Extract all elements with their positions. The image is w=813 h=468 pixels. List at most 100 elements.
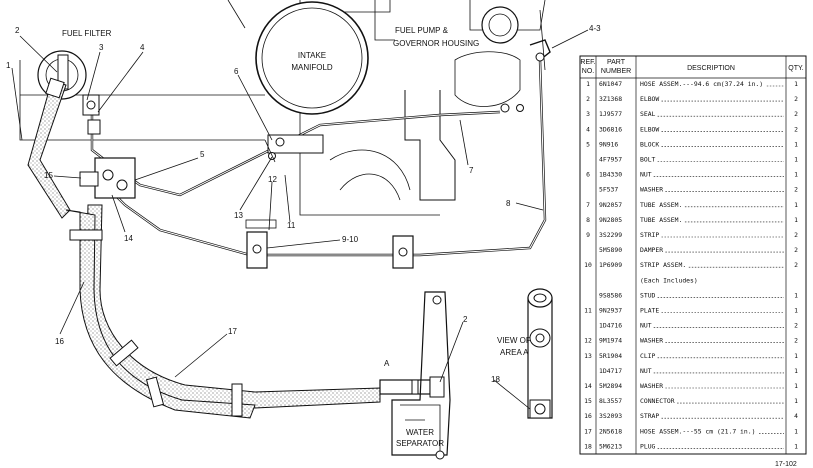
callout-17: 17 <box>228 327 237 336</box>
table-cell-part-number: 9M1974 <box>599 337 622 345</box>
table-cell-description: WASHER <box>640 186 663 194</box>
table-cell-ref: 5 <box>586 140 590 148</box>
table-cell-qty: 2 <box>794 261 798 269</box>
callout-16: 16 <box>55 337 64 346</box>
table-cell-qty: 2 <box>794 246 798 254</box>
table-cell-description: STRIP ASSEM. <box>640 261 686 269</box>
page-reference: 17-102 <box>775 461 797 468</box>
table-cell-qty: 1 <box>794 352 798 360</box>
table-cell-description: ELBOW <box>640 95 659 103</box>
water-separator-label-line2: SEPARATOR <box>396 439 444 448</box>
table-cell-ref: 12 <box>584 337 592 345</box>
area-a-marker: A <box>384 359 390 368</box>
water-separator <box>391 291 451 460</box>
table-cell-description: BLOCK <box>640 140 659 148</box>
table-cell-description: SEAL <box>640 110 656 118</box>
table-cell-part-number: 6N1047 <box>599 80 622 88</box>
table-cell-qty: 2 <box>794 125 798 133</box>
table-header-qty: QTY. <box>788 65 803 72</box>
table-cell-description: NUT <box>640 367 652 375</box>
table-cell-qty: 1 <box>794 382 798 390</box>
table-cell-part-number: 1J9577 <box>599 110 622 118</box>
table-cell-part-number: 9S8586 <box>599 291 622 299</box>
table-cell-description: PLUG <box>640 442 656 450</box>
table-cell-description: NUT <box>640 322 652 330</box>
table-cell-part-number: 1P6909 <box>599 261 622 269</box>
table-cell-ref: 4 <box>586 125 590 133</box>
table-cell-part-number: 5R1904 <box>599 352 622 360</box>
table-cell-description: WASHER <box>640 382 663 390</box>
table-cell-qty: 2 <box>794 231 798 239</box>
water-separator-label-line1: WATER <box>406 428 434 437</box>
table-cell-qty: 2 <box>794 322 798 330</box>
table-cell-qty: 2 <box>794 110 798 118</box>
callout-4-3: 4-3 <box>589 24 601 33</box>
table-cell-part-number: 3D6816 <box>599 125 622 133</box>
table-cell-description: WASHER <box>640 337 663 345</box>
intake-manifold: INTAKE MANIFOLD <box>255 1 369 115</box>
callout-2: 2 <box>15 26 20 35</box>
table-cell-description: (Each Includes) <box>640 276 698 284</box>
table-cell-qty: 4 <box>794 412 798 420</box>
table-cell-ref: 13 <box>584 352 592 360</box>
table-cell-part-number: 3Z1368 <box>599 95 622 103</box>
table-cell-part-number: 5F537 <box>599 186 618 194</box>
fuel-pump-fitting <box>481 6 519 44</box>
callout-7: 7 <box>469 166 474 175</box>
table-cell-part-number: 3S2093 <box>599 412 622 420</box>
tube-assemblies <box>90 39 551 257</box>
area-a-detail <box>527 288 553 419</box>
table-cell-ref: 9 <box>586 231 590 239</box>
table-cell-ref: 10 <box>584 261 592 269</box>
table-cell-part-number: 2N5618 <box>599 427 622 435</box>
bracket-clip <box>264 134 324 163</box>
table-cell-description: BOLT <box>640 156 656 164</box>
callout-3: 3 <box>99 43 104 52</box>
callout-leaders <box>11 29 589 410</box>
table-cell-qty: 1 <box>794 427 798 435</box>
table-cell-description: CLIP <box>640 352 656 360</box>
table-cell-qty: 1 <box>794 397 798 405</box>
table-cell-description: HOSE ASSEM.---94.6 cm(37.24 in.) <box>640 80 763 88</box>
table-cell-part-number: 9N2805 <box>599 216 622 224</box>
hose-assembly-1 <box>27 77 71 219</box>
hose-assembly-17 <box>65 204 445 419</box>
table-cell-description: NUT <box>640 171 652 179</box>
callout-14: 14 <box>124 234 133 243</box>
callout-13: 13 <box>234 211 243 220</box>
table-header-part: PART <box>607 59 626 66</box>
strip-assemblies <box>245 219 414 269</box>
table-cell-qty: 1 <box>794 140 798 148</box>
table-cell-ref: 18 <box>584 442 592 450</box>
table-cell-part-number: 3S2299 <box>599 231 622 239</box>
callout-11: 11 <box>287 221 296 230</box>
table-cell-description: ELBOW <box>640 125 659 133</box>
callout-18: 18 <box>491 375 500 384</box>
fuel-pump-label-line2: GOVERNOR HOUSING <box>393 39 479 48</box>
callout-8: 8 <box>506 199 511 208</box>
table-header-ref-no: NO. <box>582 68 595 75</box>
table-cell-part-number: 1D4717 <box>599 367 622 375</box>
callout-9-10: 9-10 <box>342 235 359 244</box>
table-cell-part-number: 1D4716 <box>599 322 622 330</box>
table-cell-part-number: 9N2937 <box>599 307 622 315</box>
table-cell-description: STRIP <box>640 231 659 239</box>
table-cell-part-number: 4F7957 <box>599 156 622 164</box>
table-cell-description: TUBE ASSEM. <box>640 216 682 224</box>
view-of-area-label-line2: AREA A <box>500 348 529 357</box>
table-cell-ref: 11 <box>584 307 592 315</box>
callout-4: 4 <box>140 43 145 52</box>
table-cell-qty: 2 <box>794 337 798 345</box>
table-cell-qty: 1 <box>794 80 798 88</box>
table-cell-description: DAMPER <box>640 246 663 254</box>
table-cell-part-number: 8L3557 <box>599 397 622 405</box>
table-cell-qty: 1 <box>794 156 798 164</box>
table-cell-part-number: 5M5890 <box>599 246 622 254</box>
table-cell-ref: 7 <box>586 201 590 209</box>
callout-5: 5 <box>200 150 205 159</box>
intake-label-line2: MANIFOLD <box>291 63 333 72</box>
table-cell-qty: 2 <box>794 95 798 103</box>
table-cell-qty: 1 <box>794 307 798 315</box>
